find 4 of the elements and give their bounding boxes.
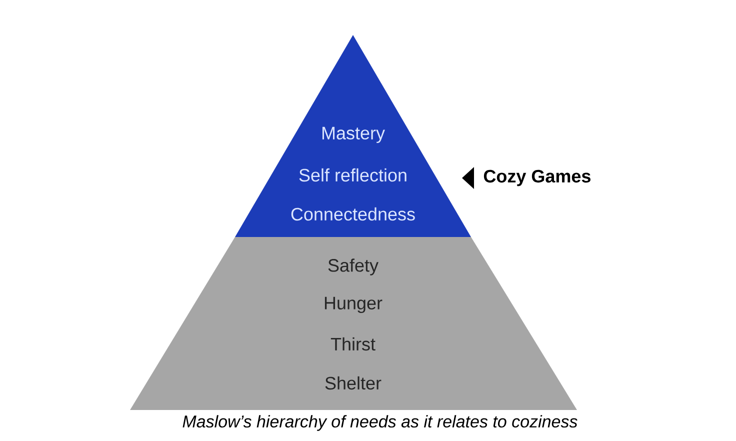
- side-label: Cozy Games: [484, 170, 590, 186]
- pyramid-base: Safety Hunger Thirst Shelter: [130, 237, 577, 410]
- pyramid-top: Mastery Self reflection Connectedness: [235, 35, 471, 237]
- caption: Maslow’s hierarchy of needs as it relates to coziness: [182, 415, 578, 431]
